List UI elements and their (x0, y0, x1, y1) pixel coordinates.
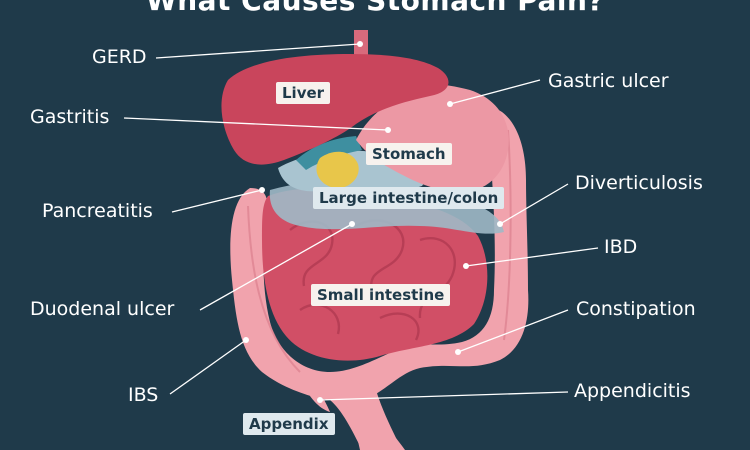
condition-gerd: GERD (92, 46, 147, 68)
condition-diverticulosis: Diverticulosis (575, 172, 703, 194)
organ-label-large-intestine: Large intestine/colon (313, 187, 505, 209)
organ-label-appendix: Appendix (243, 413, 335, 435)
leader-dots (243, 41, 503, 403)
colon-seam (247, 205, 301, 373)
organ-label-liver: Liver (276, 82, 331, 104)
organ-label-stomach: Stomach (366, 143, 452, 165)
condition-gastritis: Gastritis (30, 106, 110, 128)
condition-constipation: Constipation (576, 298, 696, 320)
colon (230, 107, 529, 450)
liver (221, 54, 449, 165)
rectum (330, 372, 402, 450)
condition-appendicitis: Appendicitis (574, 380, 691, 402)
organ-label-small-intestine: Small intestine (311, 284, 451, 306)
gallbladder (316, 151, 359, 189)
condition-pancreatitis: Pancreatitis (42, 200, 153, 222)
condition-gastric-ulcer: Gastric ulcer (548, 70, 669, 92)
condition-ibs: IBS (128, 384, 159, 406)
condition-ibd: IBD (604, 236, 638, 258)
appendix-shape (300, 378, 330, 412)
leader-lines (123, 43, 599, 401)
colon-seam-right (503, 129, 512, 341)
bile-duct (296, 136, 362, 170)
condition-duodenal-ulcer: Duodenal ulcer (30, 298, 175, 320)
diagram-title: What Causes Stomach Pain? (145, 0, 605, 17)
